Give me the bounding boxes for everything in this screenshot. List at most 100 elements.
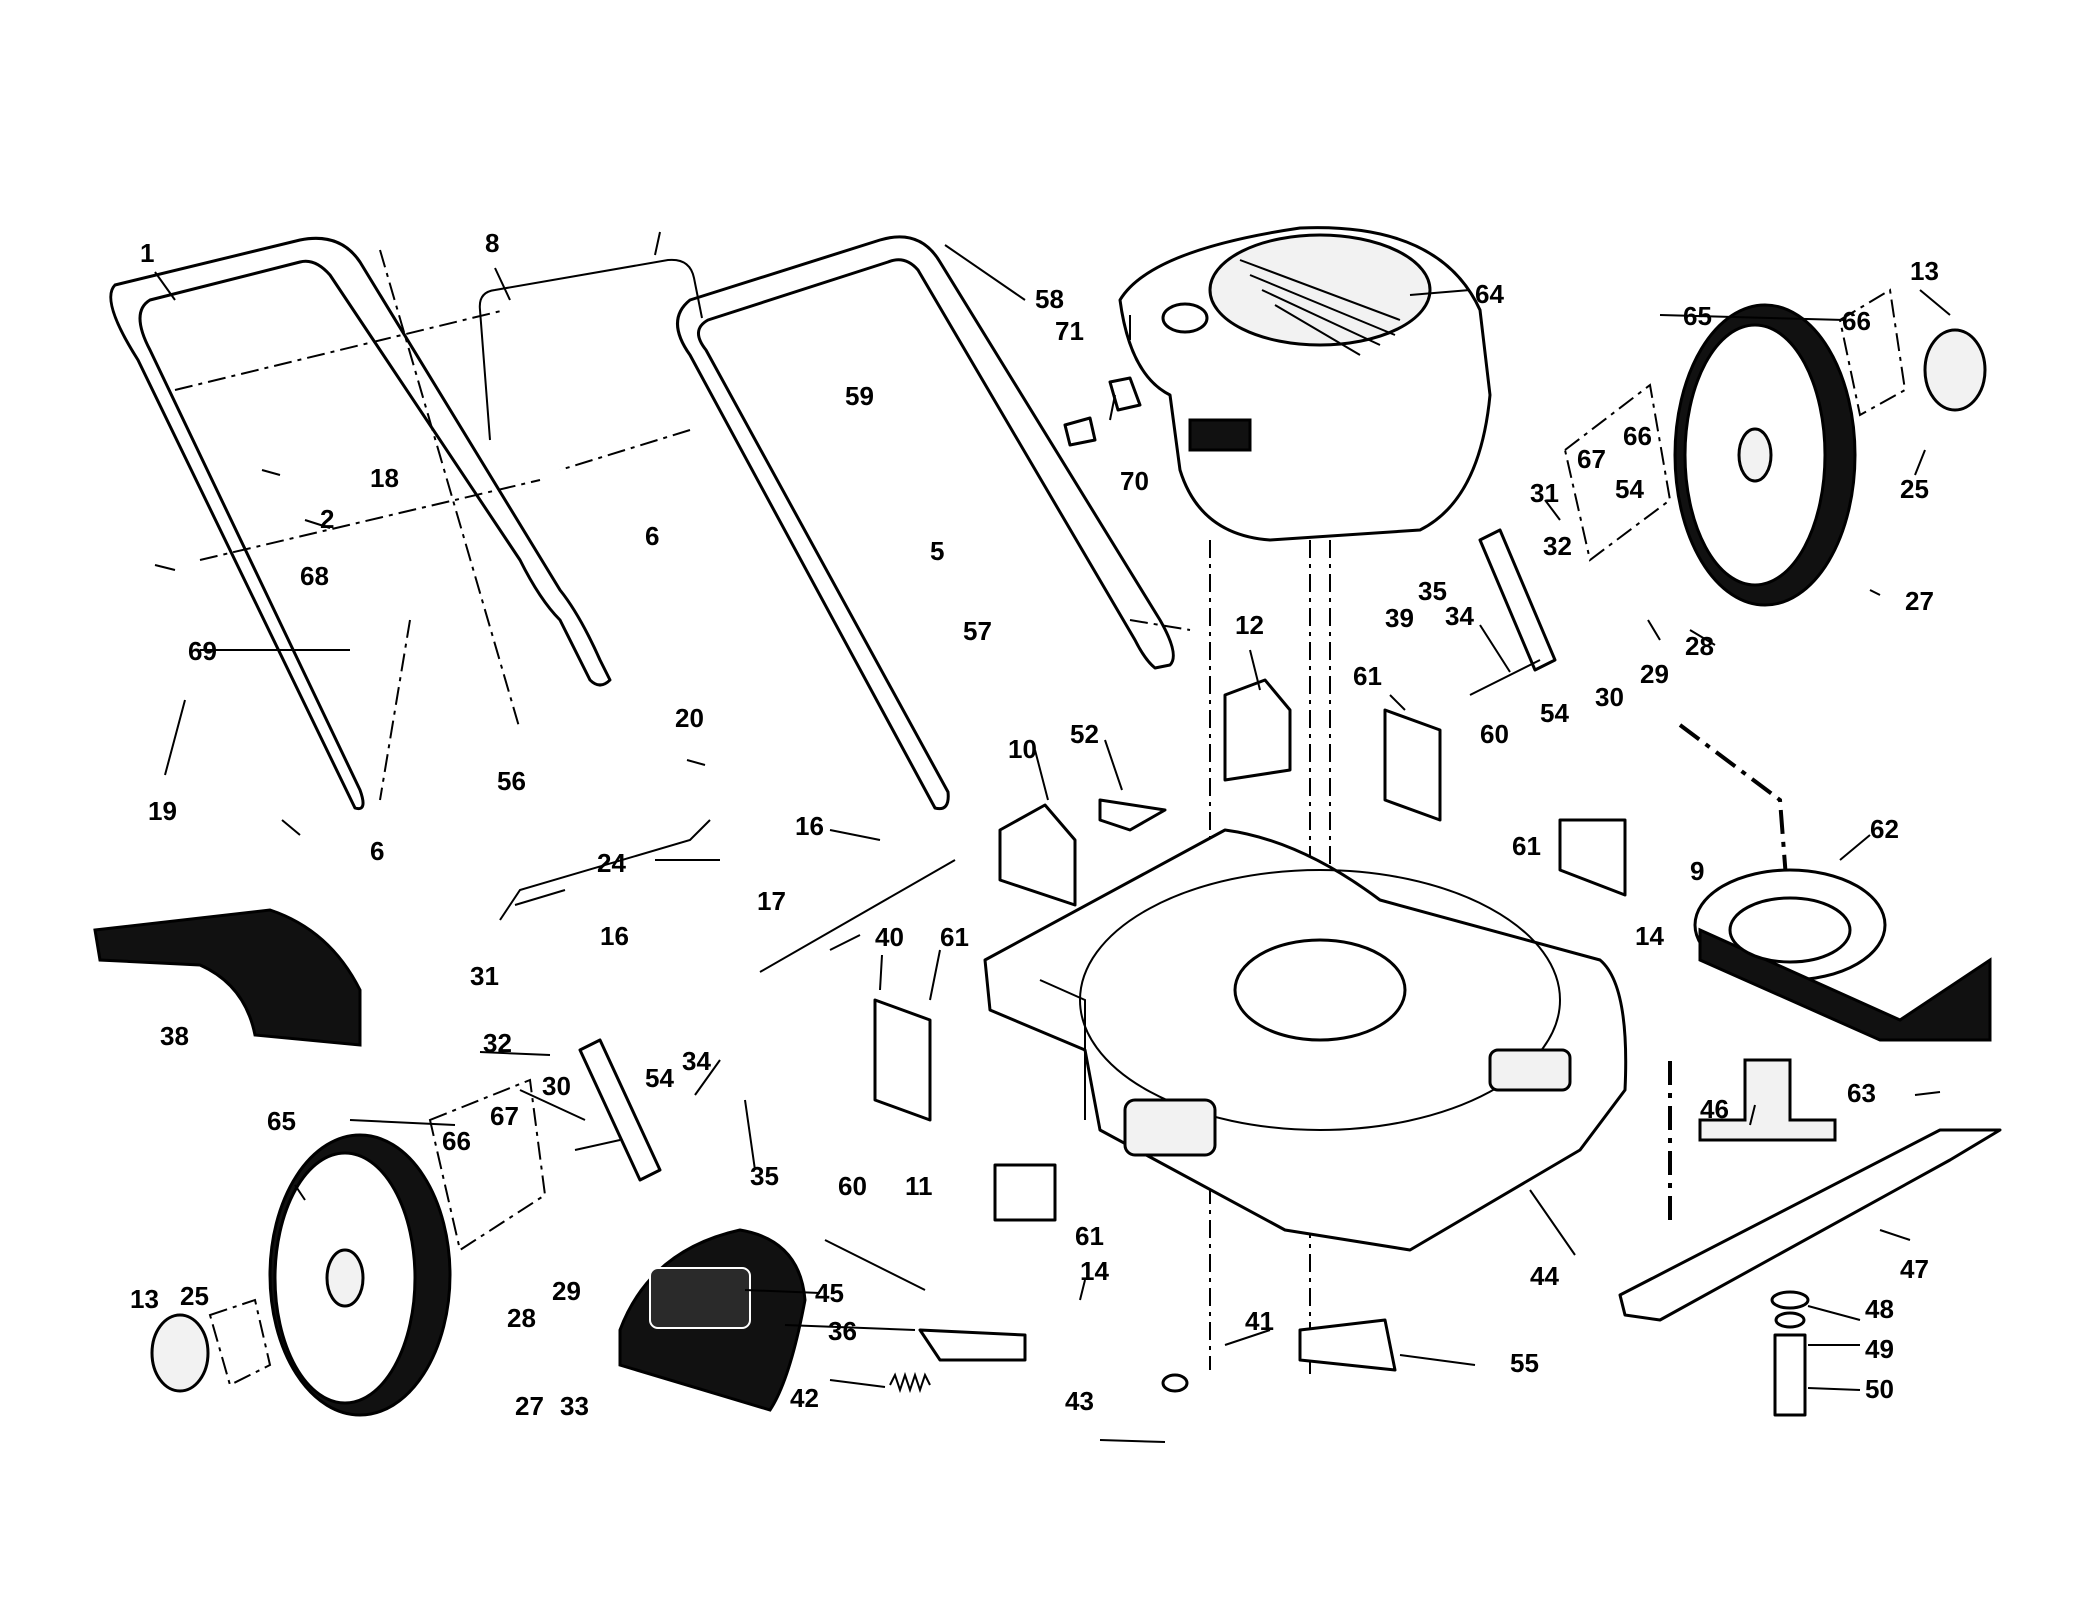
discharge-chute [1693, 868, 1992, 1042]
lift-rod-24 [499, 819, 711, 921]
spring-42 [889, 1371, 931, 1394]
rear-shield [93, 908, 362, 1047]
callout-30-left: 30 [542, 1071, 571, 1101]
plate-55 [1298, 1318, 1397, 1372]
callout-43: 43 [1065, 1386, 1094, 1416]
callout-52: 52 [1070, 719, 1099, 749]
callout-42: 42 [790, 1383, 819, 1413]
callout-65-left: 65 [267, 1106, 296, 1136]
upper-handle [676, 235, 1175, 811]
rod-17 [759, 859, 956, 973]
lower-handle [109, 236, 612, 811]
callout-1: 1 [140, 238, 154, 268]
blade-adapter [1698, 1058, 1837, 1142]
callout-27-left: 27 [515, 1391, 544, 1421]
callout-63: 63 [1847, 1078, 1876, 1108]
callout-54-upper: 54 [1615, 474, 1644, 504]
callout-27-right: 27 [1905, 586, 1934, 616]
callout-14-right: 14 [1635, 921, 1664, 951]
blade [1618, 1128, 2002, 1322]
callout-57: 57 [963, 616, 992, 646]
height-adjust-lever-rear [1478, 528, 1557, 672]
mulch-door [618, 1228, 807, 1412]
callout-58: 58 [1035, 284, 1064, 314]
callout-61-bottom: 61 [1075, 1221, 1104, 1251]
callout-32-right: 32 [1543, 531, 1572, 561]
callout-54-lower: 54 [1540, 698, 1569, 728]
bracket-11 [993, 1163, 1057, 1222]
deck [983, 828, 1628, 1252]
callout-33: 33 [560, 1391, 589, 1421]
callout-13-bottom: 13 [130, 1284, 159, 1314]
callout-10: 10 [1008, 734, 1037, 764]
callout-16-bottom: 16 [600, 921, 629, 951]
callout-66-left: 66 [442, 1126, 471, 1156]
nut-43 [1161, 1373, 1189, 1393]
callout-38: 38 [160, 1021, 189, 1051]
callout-13-top: 13 [1910, 256, 1939, 286]
callout-47: 47 [1900, 1254, 1929, 1284]
callout-61-left: 61 [940, 922, 969, 952]
callout-46: 46 [1700, 1094, 1729, 1124]
deck-outline-dashlines [1668, 723, 1792, 1220]
left-wheel [268, 1133, 452, 1417]
callout-19: 19 [148, 796, 177, 826]
callout-41: 41 [1245, 1306, 1274, 1336]
callout-61-right: 61 [1512, 831, 1541, 861]
callout-54-left: 54 [645, 1063, 674, 1093]
callout-5: 5 [930, 536, 944, 566]
bracket-12 [1223, 678, 1292, 782]
callout-49: 49 [1865, 1334, 1894, 1364]
callout-29-left: 29 [552, 1276, 581, 1306]
callout-61-engine: 61 [1353, 661, 1382, 691]
callout-62: 62 [1870, 814, 1899, 844]
callout-6-top: 6 [645, 521, 659, 551]
bracket-40 [873, 998, 932, 1122]
callout-39: 39 [1385, 603, 1414, 633]
callout-18: 18 [370, 463, 399, 493]
callout-9: 9 [1690, 856, 1704, 886]
callout-67-right: 67 [1577, 444, 1606, 474]
callout-71: 71 [1055, 316, 1084, 346]
callout-70: 70 [1120, 466, 1149, 496]
callout-67-left: 67 [490, 1101, 519, 1131]
callout-25-right: 25 [1900, 474, 1929, 504]
callout-60-left: 60 [838, 1171, 867, 1201]
rod-45 [824, 1239, 926, 1291]
height-adjust-lever-front [578, 1038, 662, 1182]
blade-bolt [1770, 1290, 1810, 1417]
callout-65-right: 65 [1683, 301, 1712, 331]
callout-28-right: 28 [1685, 631, 1714, 661]
callout-11: 11 [905, 1171, 933, 1201]
callout-50: 50 [1865, 1374, 1894, 1404]
callout-34-left: 34 [682, 1046, 711, 1076]
callout-66-inner: 66 [1623, 421, 1652, 451]
left-hubcap [150, 1313, 210, 1393]
callout-48: 48 [1865, 1294, 1894, 1324]
callout-44: 44 [1530, 1261, 1559, 1291]
right-wheel [1673, 303, 1857, 607]
engine [1118, 226, 1492, 542]
control-bail [478, 258, 703, 441]
handle-assembly-dashlines [174, 249, 1191, 801]
callout-35-right: 35 [1418, 576, 1447, 606]
callout-55: 55 [1510, 1348, 1539, 1378]
callout-28-left: 28 [507, 1303, 536, 1333]
callout-2: 2 [320, 504, 334, 534]
callout-25-left: 25 [180, 1281, 209, 1311]
callout-31-right: 31 [1530, 478, 1559, 508]
bracket-9 [1558, 818, 1627, 897]
callout-30-right: 30 [1595, 682, 1624, 712]
callout-17: 17 [757, 886, 786, 916]
callout-6-bottom: 6 [370, 836, 384, 866]
callout-8: 8 [485, 228, 499, 258]
callout-34-right: 34 [1445, 601, 1474, 631]
deflector-52 [1098, 798, 1167, 832]
bracket-39 [1383, 708, 1442, 822]
callout-36: 36 [828, 1316, 857, 1346]
callout-32-left: 32 [483, 1028, 512, 1058]
engine-hardware [1063, 376, 1142, 447]
callout-35-left: 35 [750, 1161, 779, 1191]
callout-64: 64 [1475, 279, 1504, 309]
